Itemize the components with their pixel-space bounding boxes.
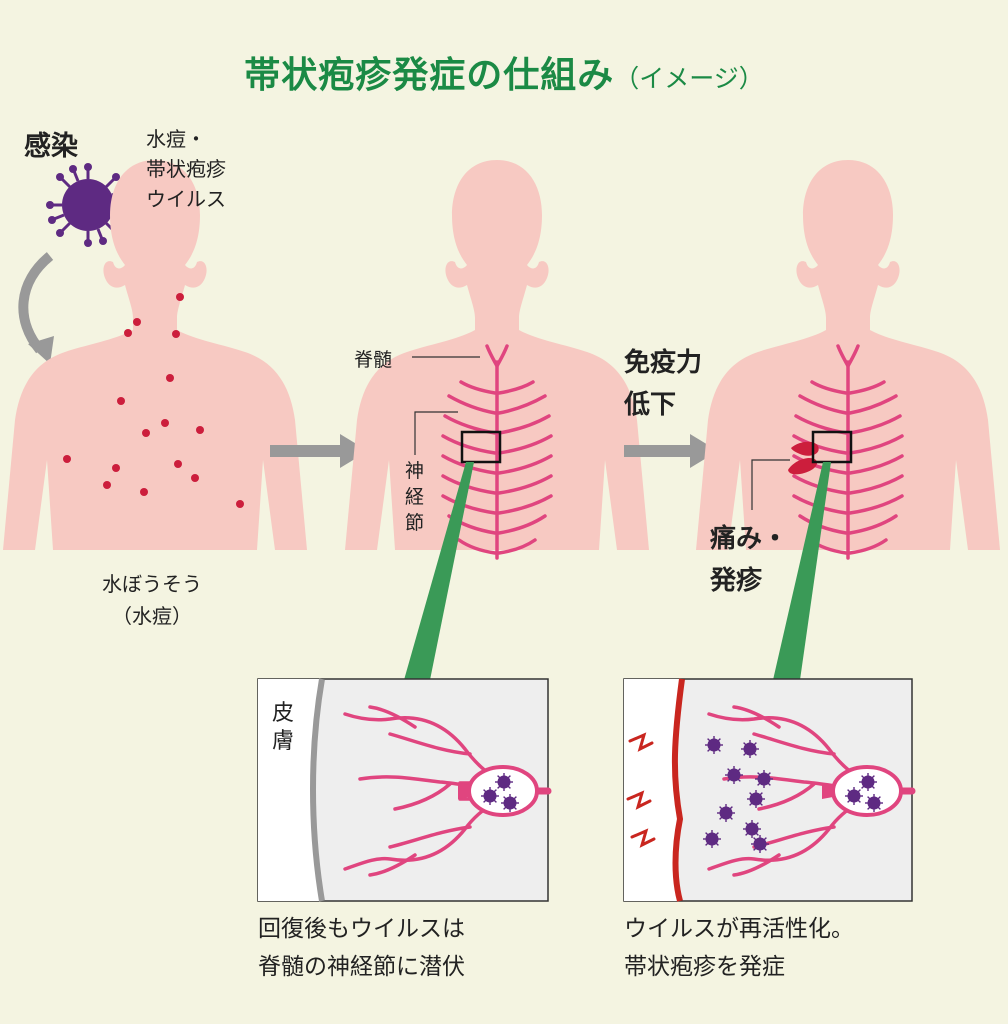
zoom-panel-latent <box>257 678 552 902</box>
infection-arrow <box>18 252 54 354</box>
page-title: 帯状疱疹発症の仕組み（イメージ） <box>0 46 1008 98</box>
shingles-rash-lower <box>788 458 818 475</box>
title-main: 帯状疱疹発症の仕組み <box>244 55 615 96</box>
ganglion-leader <box>414 411 458 455</box>
symptom-label: 痛み・ 発疹 <box>710 524 789 596</box>
reactivation-caption: ウイルスが再活性化。 帯状疱疹を発症 <box>624 916 854 980</box>
zoom-panel-reactivated <box>623 678 916 902</box>
progress-arrowhead-1 <box>340 434 368 468</box>
ganglion-label: 神 経 節 <box>405 460 425 534</box>
progress-arrow-1 <box>270 445 345 457</box>
virus-name-label: 水痘・ 帯状疱疹 ウイルス <box>146 127 226 211</box>
latent-caption: 回復後もウイルスは 脊髄の神経節に潜伏 <box>258 916 465 980</box>
zoom-beam-right <box>773 462 831 680</box>
virus-icon <box>46 163 130 247</box>
symptom-leader <box>751 459 790 510</box>
ganglion-highlight-box <box>460 430 502 464</box>
ganglion-highlight-box-active <box>811 430 853 464</box>
infection-label: 感染 <box>24 131 78 162</box>
infection-arrowhead <box>28 336 54 364</box>
spinal-cord-label: 脊髄 <box>354 349 393 371</box>
progress-arrow-2 <box>624 445 696 457</box>
title-sub: （イメージ） <box>614 64 764 93</box>
progress-arrowhead-2 <box>690 434 718 468</box>
chickenpox-caption: 水ぼうそう （水痘） <box>102 572 202 628</box>
skin-label: 皮 膚 <box>272 701 295 754</box>
immunity-drop-label: 免疫力 低下 <box>624 348 703 420</box>
rash-spots <box>63 293 244 508</box>
zoom-beam-left <box>404 462 474 680</box>
